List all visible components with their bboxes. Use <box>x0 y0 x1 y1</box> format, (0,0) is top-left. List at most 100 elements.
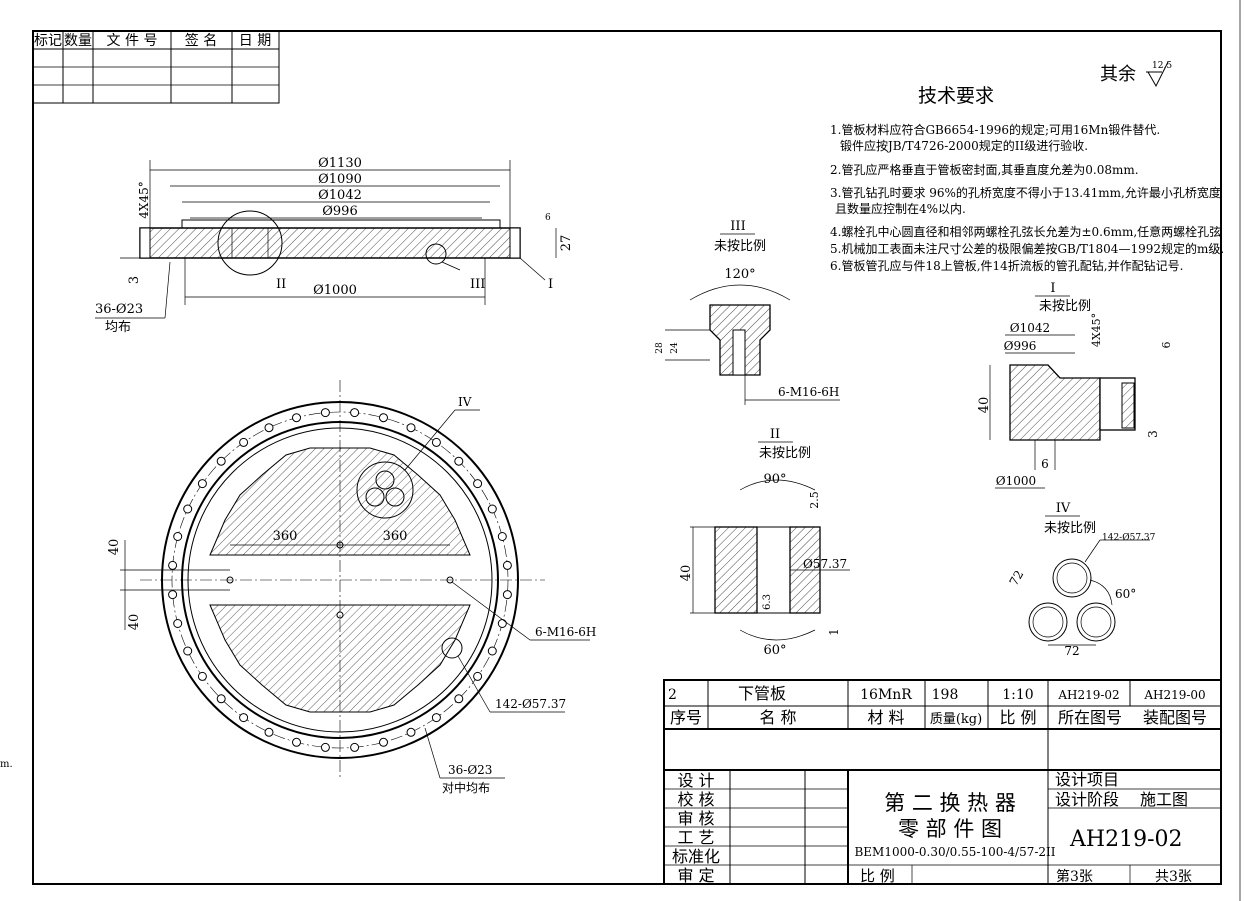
bolt-hole <box>173 532 183 541</box>
bolt-hole <box>487 504 497 514</box>
bolt-hole <box>183 646 193 656</box>
detail-IV-holes: 142-Ø57.37 <box>1102 532 1156 543</box>
callout-circle-IV <box>356 461 414 519</box>
rev-header-qty: 数量 <box>64 33 92 49</box>
rev-header-mark: 标记 <box>34 33 62 49</box>
detail-II-angle-top: 90° <box>763 472 786 487</box>
callout-label-III: III <box>470 277 485 292</box>
approval-design: 设 计 <box>677 771 714 790</box>
bolt-hole <box>379 413 388 423</box>
bolt-hole <box>183 504 193 514</box>
detail-II-dim-40: 40 <box>679 565 694 582</box>
plan-view: IV 360 360 40 40 6-M16-6H 142-Ø57.37 36-… <box>107 380 596 795</box>
callout-circle-III <box>425 243 447 265</box>
callout-tube-holes: 142-Ø57.37 <box>495 697 566 711</box>
bolt-hole <box>168 560 178 570</box>
detail-III-thread: 6-M16-6H <box>778 385 839 399</box>
tech-item-1b: 锻件应按JB/T4726-2000规定的II级进行验收. <box>840 138 1088 153</box>
detail-IV: IV 未按比例 142-Ø57.37 72 60° 72 <box>1007 501 1156 658</box>
section-view: Ø1130 Ø1090 Ø1042 Ø996 Ø1000 4X45° 27 3 … <box>95 156 574 335</box>
bolt-hole-ring <box>168 408 512 752</box>
callout-circle-II <box>217 210 283 276</box>
detail-I-dim-40: 40 <box>977 397 992 414</box>
bolt-hole <box>320 408 330 418</box>
callout-label-II: II <box>276 277 286 292</box>
part-name: 下管板 <box>738 684 786 703</box>
header-scale: 比 例 <box>999 708 1036 727</box>
detail-I-d1042: Ø1042 <box>1010 321 1050 335</box>
detail-III: III 未按比例 120° 28 24 6-M16-6H <box>655 219 840 405</box>
callout-label-IV: IV <box>458 395 472 409</box>
stage-label: 设计阶段 <box>1055 790 1119 809</box>
dim-d1042: Ø1042 <box>318 188 362 203</box>
callout-tapped-holes: 6-M16-6H <box>535 625 596 639</box>
detail-IV-dim-72-bottom: 72 <box>1064 644 1079 658</box>
part-no: 2 <box>668 687 677 703</box>
finish-label: 其余 <box>1100 64 1136 85</box>
detail-I-dim-6-bottom: 6 <box>1041 457 1049 471</box>
tech-item-3: 3.管孔钻孔时要求 96%的孔桥宽度不得小于13.41mm,允许最小孔桥宽度 <box>830 185 1221 200</box>
header-weight: 质量(kg) <box>930 712 982 727</box>
finish-value: 12.5 <box>1152 61 1172 71</box>
surface-finish: 其余 12.5 <box>1100 61 1172 88</box>
bolt-hole <box>454 456 464 466</box>
detail-III-scale: 未按比例 <box>714 239 766 254</box>
detail-I-dim-6-top: 6 <box>1160 342 1173 349</box>
bolt-hole <box>292 413 301 423</box>
stage-value: 施工图 <box>1140 790 1188 809</box>
bolt-hole <box>197 479 207 489</box>
dim-d996: Ø996 <box>322 204 357 219</box>
tech-item-3b: 且数量应控制在4%以内. <box>835 201 966 216</box>
approval-process: 工 艺 <box>677 828 714 847</box>
tech-item-6: 6.管板管孔应与件18上管板,件14折流板的管孔配钻,并作配钻记号. <box>830 258 1183 273</box>
holes-note-uniform: 均布 <box>105 320 131 335</box>
callout-label-I: I <box>548 277 553 292</box>
bolt-hole <box>497 532 507 541</box>
detail-I: I 未按比例 Ø1042 Ø996 4X45° 6 40 3 6 Ø1000 <box>977 281 1173 489</box>
approval-final: 审 定 <box>677 866 714 885</box>
detail-I-d1000: Ø1000 <box>996 474 1036 488</box>
dim-d1090: Ø1090 <box>318 172 362 187</box>
part-scale: 1:10 <box>1002 687 1033 703</box>
bolt-hole <box>502 590 512 600</box>
bolt-hole <box>197 671 207 681</box>
detail-II-dim-2.5: 2.5 <box>808 491 821 509</box>
bolt-hole <box>239 713 249 723</box>
tech-item-4: 4.螺栓孔中心圆直径和相邻两螺栓孔弦长允差为±0.6mm,任意两螺栓孔弦 <box>830 224 1221 239</box>
tech-item-1: 1.管板材料应符合GB6654-1996的规定;可用16Mn锻件替代. <box>830 122 1160 137</box>
detail-III-dim-28: 28 <box>655 342 665 354</box>
detail-I-dim-3: 3 <box>1146 430 1160 438</box>
bolt-hole <box>168 590 178 600</box>
title-block: 2 下管板 16MnR 198 1:10 AH219-02 AH219-00 序… <box>663 679 1222 885</box>
dim-d1000: Ø1000 <box>313 283 357 298</box>
rev-header-sign: 签 名 <box>185 32 217 49</box>
tech-item-2: 2.管孔应严格垂直于管板密封面,其垂直度允差为0.08mm. <box>830 162 1139 177</box>
part-material: 16MnR <box>860 687 912 703</box>
dim-thickness: 27 <box>559 235 574 252</box>
detail-I-label: I <box>1050 281 1055 296</box>
bolt-hole <box>487 646 497 656</box>
bolt-hole <box>473 479 483 489</box>
bolt-hole <box>216 694 226 704</box>
detail-IV-dim-72-side: 72 <box>1007 568 1027 588</box>
detail-IV-angle: 60° <box>1115 587 1136 601</box>
detail-I-d996: Ø996 <box>1004 339 1037 353</box>
part-weight: 198 <box>932 687 959 703</box>
sheet-border <box>32 30 1222 885</box>
header-seq: 序号 <box>670 708 702 727</box>
header-drawing-no: 所在图号 <box>1058 708 1122 727</box>
detail-II-bore: Ø57.37 <box>803 557 847 571</box>
drawing-title-1: 第 二 换 热 器 <box>884 791 1016 815</box>
detail-III-dim-24: 24 <box>670 342 680 354</box>
detail-III-angle: 120° <box>724 267 755 282</box>
bolt-hole <box>173 619 183 628</box>
dim-d1130: Ø1130 <box>318 156 362 171</box>
bolt-hole <box>406 423 416 433</box>
rev-header-date: 日 期 <box>239 33 271 49</box>
callout-bolt-holes: 36-Ø23 <box>448 763 492 777</box>
dim-chamfer: 4X45° <box>137 181 151 218</box>
detail-II-dim-6.3: 6.3 <box>762 594 773 610</box>
detail-I-scale: 未按比例 <box>1039 299 1091 314</box>
tech-title: 技术要求 <box>918 85 994 107</box>
dim-40-lower: 40 <box>127 614 142 631</box>
